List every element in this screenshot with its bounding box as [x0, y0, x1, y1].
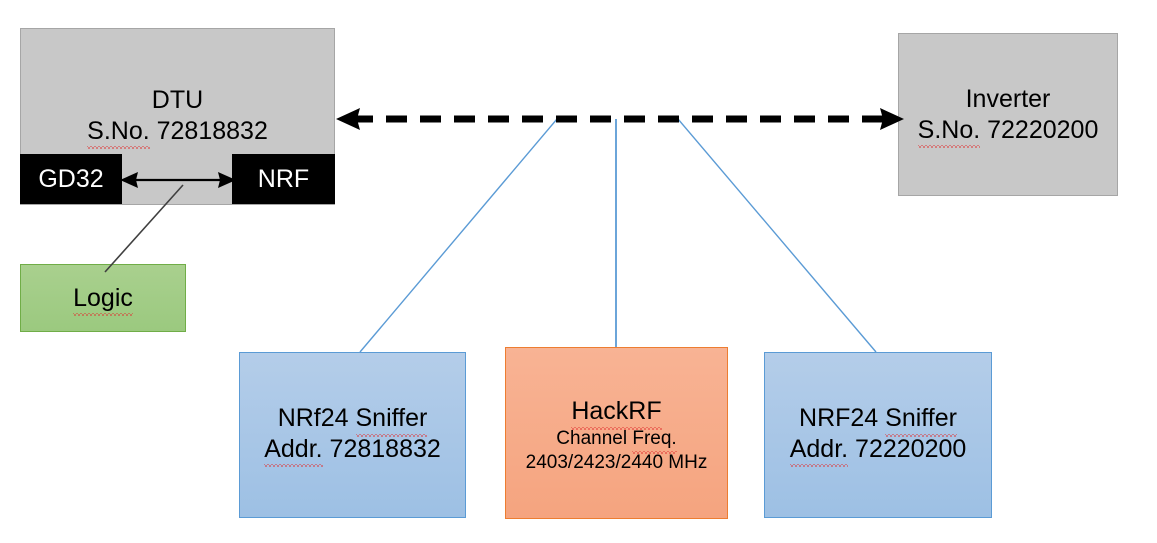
logic-label: Logic: [73, 283, 133, 316]
sniffer-left-addr-value: 72818832: [329, 434, 441, 463]
logic-analyzer-node[interactable]: Logic: [20, 264, 186, 332]
rf-link-arrowhead-left: [336, 108, 360, 130]
inverter-serial-value: 72220200: [987, 115, 1099, 144]
sniffer-right-addr-value: 72220200: [855, 434, 967, 463]
sniffer-right-addr: Addr. 72220200: [789, 434, 967, 467]
sniffer-right-node[interactable]: NRF24 Sniffer Addr. 72220200: [764, 352, 992, 518]
sniffer-left-addr: Addr. 72818832: [264, 434, 441, 467]
nrf-label: NRF: [257, 164, 310, 193]
sniffer-right-addr-label: Addr.: [789, 434, 849, 467]
hackrf-subtitle-word: Freq.: [632, 427, 678, 454]
sniffer-left-addr-label: Addr.: [264, 434, 323, 467]
sniffer-left-node[interactable]: NRf24 Sniffer Addr. 72818832: [239, 352, 466, 518]
hackrf-frequencies: 2403/2423/2440 MHz: [525, 452, 708, 474]
sniffer-left-title: NRf24 Sniffer: [277, 404, 428, 436]
inverter-serial: S.No. 72220200: [917, 115, 1099, 148]
hackrf-node[interactable]: HackRF Channel Freq. 2403/2423/2440 MHz: [505, 347, 728, 519]
sniffer-left-title-word: Sniffer: [355, 404, 428, 436]
inverter-title: Inverter: [965, 85, 1051, 113]
dtu-inverter-link: [336, 108, 904, 130]
hackrf-title-word: HackRF: [571, 397, 662, 429]
hackrf-subtitle: Channel Freq.: [556, 427, 678, 454]
sniffer-right-title: NRF24 Sniffer: [799, 404, 957, 436]
dtu-serial: S.No. 72818832: [87, 116, 268, 149]
dtu-title: DTU: [151, 86, 204, 114]
gd32-chip[interactable]: GD32: [20, 154, 122, 204]
sniffer-right-title-word: Sniffer: [885, 404, 957, 436]
sniffer-right-tap-line: [677, 118, 877, 353]
nrf-chip[interactable]: NRF: [232, 154, 335, 204]
inverter-serial-label: S.No.: [917, 115, 981, 148]
inverter-node[interactable]: Inverter S.No. 72220200: [898, 33, 1118, 196]
dtu-serial-value: 72818832: [156, 116, 268, 145]
sniffer-left-tap-line: [359, 118, 558, 353]
dtu-serial-label: S.No.: [87, 116, 150, 149]
gd32-label: GD32: [38, 164, 104, 193]
hackrf-title: HackRF: [571, 396, 662, 429]
